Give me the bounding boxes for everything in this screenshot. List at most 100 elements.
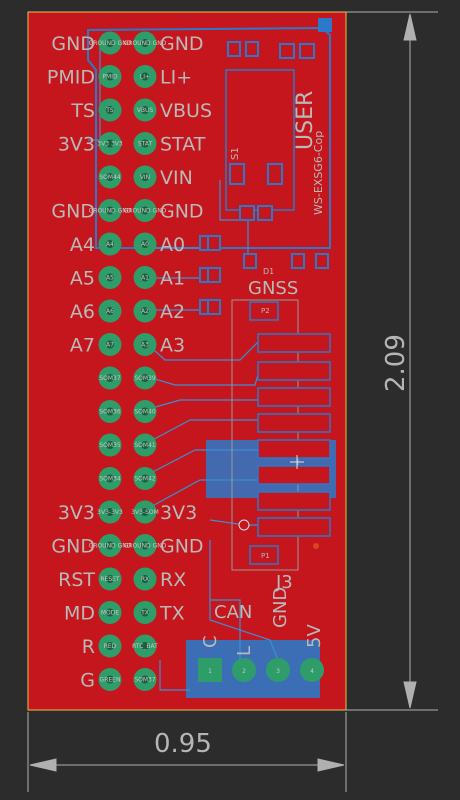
pin-label-right: 3V3 [160, 502, 197, 524]
pin-label-left: RST [58, 569, 95, 591]
pad-drill [106, 106, 114, 114]
pad-left-label: GROUND GND [89, 40, 132, 47]
label-s1: S1 [230, 147, 241, 160]
pad-right-label: GROUND GND [124, 543, 167, 550]
pad-drill [141, 675, 149, 684]
pad-right-label: SOM37 [134, 677, 156, 684]
label-l: L [234, 646, 255, 656]
pin-label-right: A0 [160, 234, 185, 256]
pad-drill [141, 307, 149, 315]
connector-pad [300, 658, 324, 682]
pad-right-label: A1 [141, 275, 149, 282]
label-gnd-conn: GND [270, 587, 291, 628]
pad-drill [106, 39, 114, 47]
pad-left-label: SOM34 [99, 476, 121, 483]
pad-drill [141, 407, 149, 416]
pad-drill [141, 139, 149, 148]
pad-drill [141, 206, 149, 215]
pad-left-label: 3V3 3V3 [97, 141, 123, 148]
pad-left-label: A5 [106, 275, 114, 282]
pad-drill [106, 273, 114, 282]
pad-right-label: A3 [141, 342, 149, 349]
pad-left-label: RESET [100, 576, 120, 583]
pad-right-label: RTC_BAT [132, 643, 158, 650]
label-p2: P2 [261, 307, 270, 315]
pad-drill [106, 642, 114, 650]
pin-label-left: A4 [70, 234, 95, 256]
board-copper-top [28, 12, 346, 710]
pad-right-label: VBUS [137, 107, 154, 114]
dimension-height-label: 2.09 [381, 334, 411, 392]
pin-label-left: TS [70, 100, 95, 122]
pad-right-label: GROUND GND [124, 208, 167, 215]
board-outline [27, 11, 347, 711]
pin-label-right: TX [159, 603, 185, 625]
pad-right-label: SOM39 [134, 375, 156, 382]
pin-label-left: A6 [70, 301, 95, 323]
pad-drill [106, 173, 114, 181]
connector-pad [232, 658, 256, 682]
label-p1: P1 [261, 552, 270, 560]
pad-drill [141, 508, 149, 516]
label-c: C [200, 635, 221, 648]
pin-label-left: GND [51, 536, 95, 558]
pad-right-label: SOM41 [134, 442, 156, 449]
pad-drill [106, 72, 114, 81]
pad-drill [141, 441, 149, 449]
pad-left-label: GROUND GND [89, 543, 132, 550]
pad-drill [106, 541, 114, 550]
pad-left-label: A6 [106, 308, 114, 315]
label-5v: 5V [304, 624, 325, 648]
pin-label-right: LI+ [160, 67, 192, 89]
pin-label-right: A2 [160, 301, 185, 323]
pad-drill [141, 72, 149, 81]
pad-right-label: A0 [141, 241, 149, 248]
pad-left-label: A7 [106, 342, 114, 349]
pad-drill [141, 541, 149, 550]
bottom-copper-corner [318, 18, 332, 32]
top-components [199, 41, 329, 315]
pad-right-label: RX [141, 576, 149, 583]
pin-label-left: A7 [70, 335, 95, 357]
pad-left-label: SOM36 [99, 409, 121, 416]
pin-label-left: 3V3 [58, 502, 95, 524]
pad-drill [106, 508, 114, 516]
pad-drill [141, 575, 149, 583]
pin-label-left: GND [51, 201, 95, 223]
pin-label-right: GND [160, 536, 204, 558]
pad-left-label: A4 [106, 241, 114, 248]
pad-drill [106, 240, 114, 248]
pin-label-left: GND [51, 33, 95, 55]
pad-right-label: TX [140, 610, 149, 617]
pad-drill [141, 273, 149, 282]
connector-pin-number: 1 [208, 668, 212, 675]
connector-pad [198, 658, 222, 682]
pin-label-left: G [80, 670, 95, 692]
pin-label-right: GND [160, 201, 204, 223]
label-can: CAN [214, 602, 252, 623]
pin-label-left: MD [64, 603, 95, 625]
pad-drill [106, 307, 114, 315]
connector-pin-number: 2 [242, 668, 246, 675]
pin-label-right: A1 [160, 268, 185, 290]
pad-left-label: PMID [102, 74, 118, 81]
connector-pad [266, 658, 290, 682]
pad-drill [141, 106, 149, 114]
pad-right-label: 3V3-SOM [131, 509, 159, 516]
pad-drill [106, 407, 114, 416]
pad-right-label: LI+ [140, 74, 150, 81]
pad-drill [106, 374, 114, 382]
label-ws: WS-EXSG6-Cop [312, 131, 325, 215]
pad-drill [106, 608, 114, 617]
label-gnss: GNSS [248, 278, 298, 299]
connector-pin-number: 4 [310, 668, 314, 675]
pad-right-label: STAT [138, 141, 153, 148]
connector-pin-number: 3 [276, 668, 280, 675]
pad-left-label: SOM44 [99, 174, 121, 181]
pad-left-label: 3V3-3V3 [97, 509, 123, 516]
pad-drill [141, 39, 149, 47]
pin-label-left: A5 [70, 268, 95, 290]
pad-left-label: RED [104, 643, 117, 650]
